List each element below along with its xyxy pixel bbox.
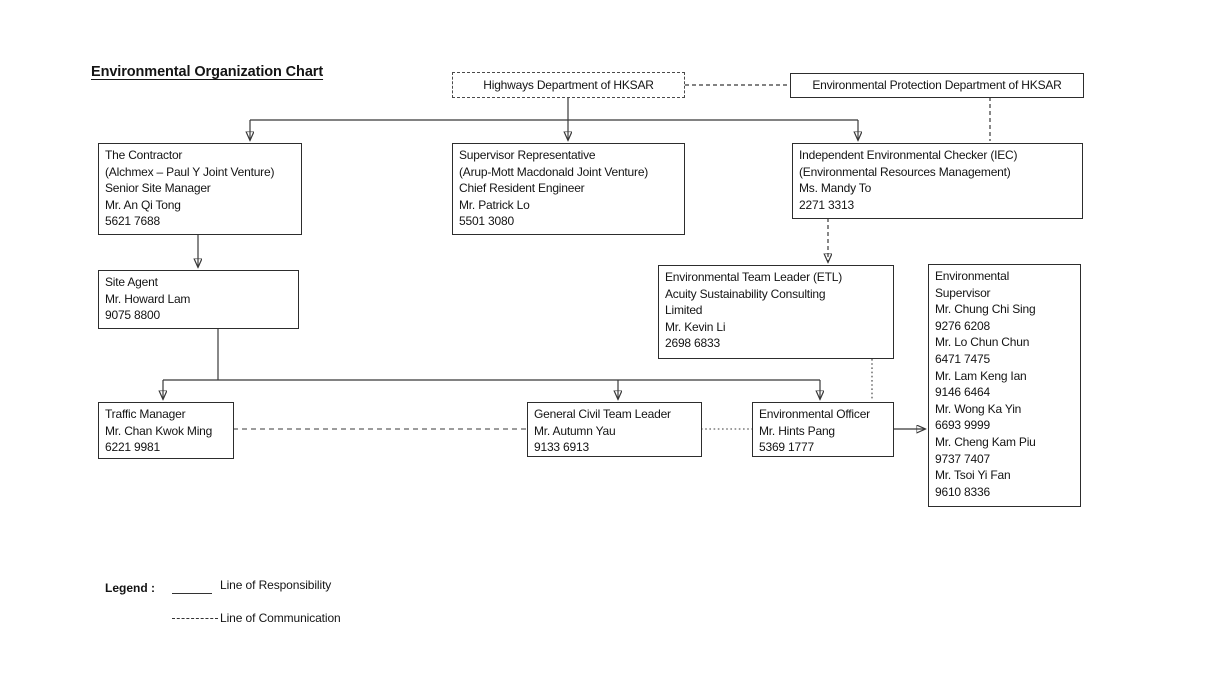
org-box-traffic-manager: Traffic Manager Mr. Chan Kwok Ming 6221 … — [98, 402, 234, 459]
legend-title: Legend : — [105, 581, 155, 595]
org-box-epd: Environmental Protection Department of H… — [790, 73, 1084, 98]
page-title: Environmental Organization Chart — [91, 64, 324, 80]
legend-communication-label: Line of Communication — [220, 611, 341, 625]
legend-dashed-line-sample — [172, 618, 218, 619]
org-box-etl: Environmental Team Leader (ETL) Acuity S… — [658, 265, 894, 359]
org-box-iec: Independent Environmental Checker (IEC) … — [792, 143, 1083, 219]
org-box-environmental-supervisor: Environmental Supervisor Mr. Chung Chi S… — [928, 264, 1081, 507]
org-box-contractor: The Contractor (Alchmex – Paul Y Joint V… — [98, 143, 302, 235]
org-box-highways-dept: Highways Department of HKSAR — [452, 72, 685, 98]
legend-solid-line-sample — [172, 593, 212, 594]
org-box-general-civil-team-leader: General Civil Team Leader Mr. Autumn Yau… — [527, 402, 702, 457]
org-box-supervisor-representative: Supervisor Representative (Arup-Mott Mac… — [452, 143, 685, 235]
org-box-site-agent: Site Agent Mr. Howard Lam 9075 8800 — [98, 270, 299, 329]
legend-responsibility-label: Line of Responsibility — [220, 578, 332, 592]
org-box-environmental-officer: Environmental Officer Mr. Hints Pang 536… — [752, 402, 894, 457]
